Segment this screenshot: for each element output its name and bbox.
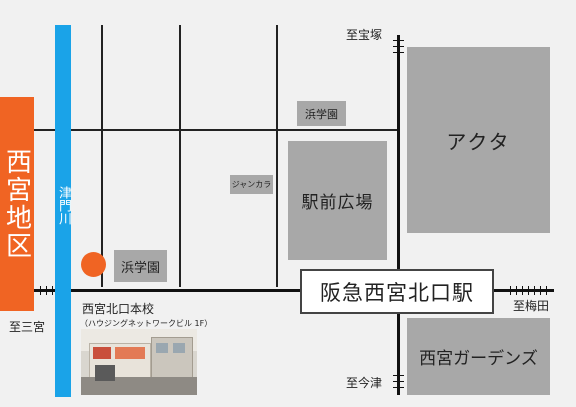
- railway-east-west: [34, 289, 554, 292]
- building-acta-label: アクタ: [446, 129, 511, 154]
- building-gardens: 西宮ガーデンズ: [407, 318, 550, 395]
- road-vertical-3: [276, 25, 278, 287]
- rail-tie: [546, 286, 547, 295]
- road-vertical-1: [101, 25, 103, 287]
- railway-north-south: [397, 35, 400, 395]
- building-hamagakuen-near: 浜学園: [114, 250, 167, 282]
- station-name: 阪急西宮北口駅: [320, 280, 474, 305]
- rail-tie: [393, 375, 404, 376]
- direction-east: 至梅田: [513, 299, 550, 313]
- hamagakuen-near-label: 浜学園: [120, 260, 160, 276]
- rail-tie: [393, 52, 404, 53]
- rail-tie: [393, 40, 404, 41]
- road-horizontal-upper: [34, 129, 398, 131]
- school-name: 西宮北口本校: [82, 302, 155, 316]
- jankara-label: ジャンカラ: [231, 180, 272, 189]
- station-box: 阪急西宮北口駅: [300, 269, 494, 314]
- rail-tie: [540, 286, 541, 295]
- rail-tie: [52, 286, 53, 295]
- rail-tie: [46, 286, 47, 295]
- river-label: 津門川: [56, 186, 71, 225]
- gardens-label: 西宮ガーデンズ: [419, 349, 538, 369]
- rail-tie: [522, 286, 523, 295]
- rail-tie: [516, 286, 517, 295]
- rail-tie: [393, 46, 404, 47]
- road-vertical-2: [179, 25, 181, 287]
- rail-tie: [393, 381, 404, 382]
- building-jankara: ジャンカラ: [230, 175, 273, 194]
- district-label: 西宮地区: [0, 97, 34, 311]
- building-acta: アクタ: [407, 47, 550, 233]
- school-marker-icon: [81, 252, 106, 277]
- building-hamagakuen-top: 浜学園: [297, 101, 346, 126]
- district-label-text: 西宮地区: [1, 148, 32, 260]
- direction-west: 至三宮: [9, 320, 46, 334]
- school-photo: [81, 329, 197, 395]
- direction-north: 至宝塚: [346, 28, 383, 42]
- ekimae-hiroba-label: 駅前広場: [301, 193, 374, 213]
- building-ekimae-hiroba: 駅前広場: [288, 141, 387, 260]
- hamagakuen-top-label: 浜学園: [305, 107, 338, 121]
- rail-tie: [534, 286, 535, 295]
- rail-tie: [528, 286, 529, 295]
- rail-tie: [510, 286, 511, 295]
- rail-tie: [393, 387, 404, 388]
- school-building: （ハウジングネットワークビル 1F）: [80, 319, 213, 328]
- river-tsuto: [55, 25, 71, 397]
- rail-tie: [40, 286, 41, 295]
- direction-south: 至今津: [346, 376, 383, 390]
